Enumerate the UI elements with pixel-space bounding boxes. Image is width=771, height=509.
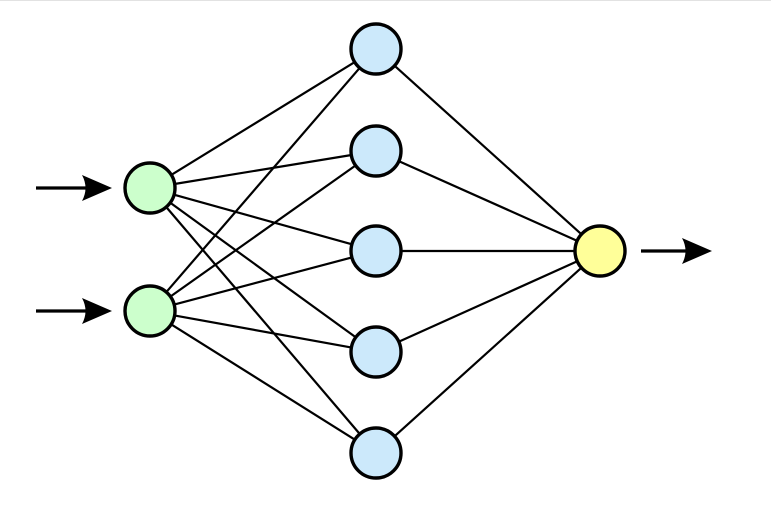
connection-edge [172, 256, 354, 306]
connection-edge [164, 205, 362, 436]
connection-edge [164, 66, 362, 294]
connection-edge [397, 259, 579, 344]
connection-edge [173, 153, 353, 186]
connection-edge [169, 60, 357, 177]
neuron-nodes-group [123, 22, 627, 480]
neuron-node-h1[interactable] [349, 22, 403, 76]
connection-edges-group [164, 60, 583, 442]
output-arrow-head [682, 238, 712, 264]
input-arrow-bottom-head [82, 298, 112, 324]
io-arrows-group [36, 175, 712, 324]
connection-edge [397, 159, 579, 243]
connection-edge [393, 64, 583, 236]
neuron-node-h4[interactable] [349, 325, 403, 379]
neuron-node-h5[interactable] [349, 426, 403, 480]
connection-edge [168, 201, 358, 339]
connection-edge [393, 266, 583, 438]
connection-edge [168, 163, 358, 299]
neuron-node-i2[interactable] [123, 284, 177, 338]
neuron-node-h2[interactable] [349, 124, 403, 178]
connection-edge [173, 314, 353, 349]
neuron-node-o1[interactable] [573, 224, 627, 278]
neuron-node-i1[interactable] [123, 161, 177, 215]
input-arrow-top-head [82, 175, 112, 201]
connection-edge [172, 193, 354, 246]
neuron-node-h3[interactable] [349, 224, 403, 278]
connection-edge [169, 322, 357, 442]
